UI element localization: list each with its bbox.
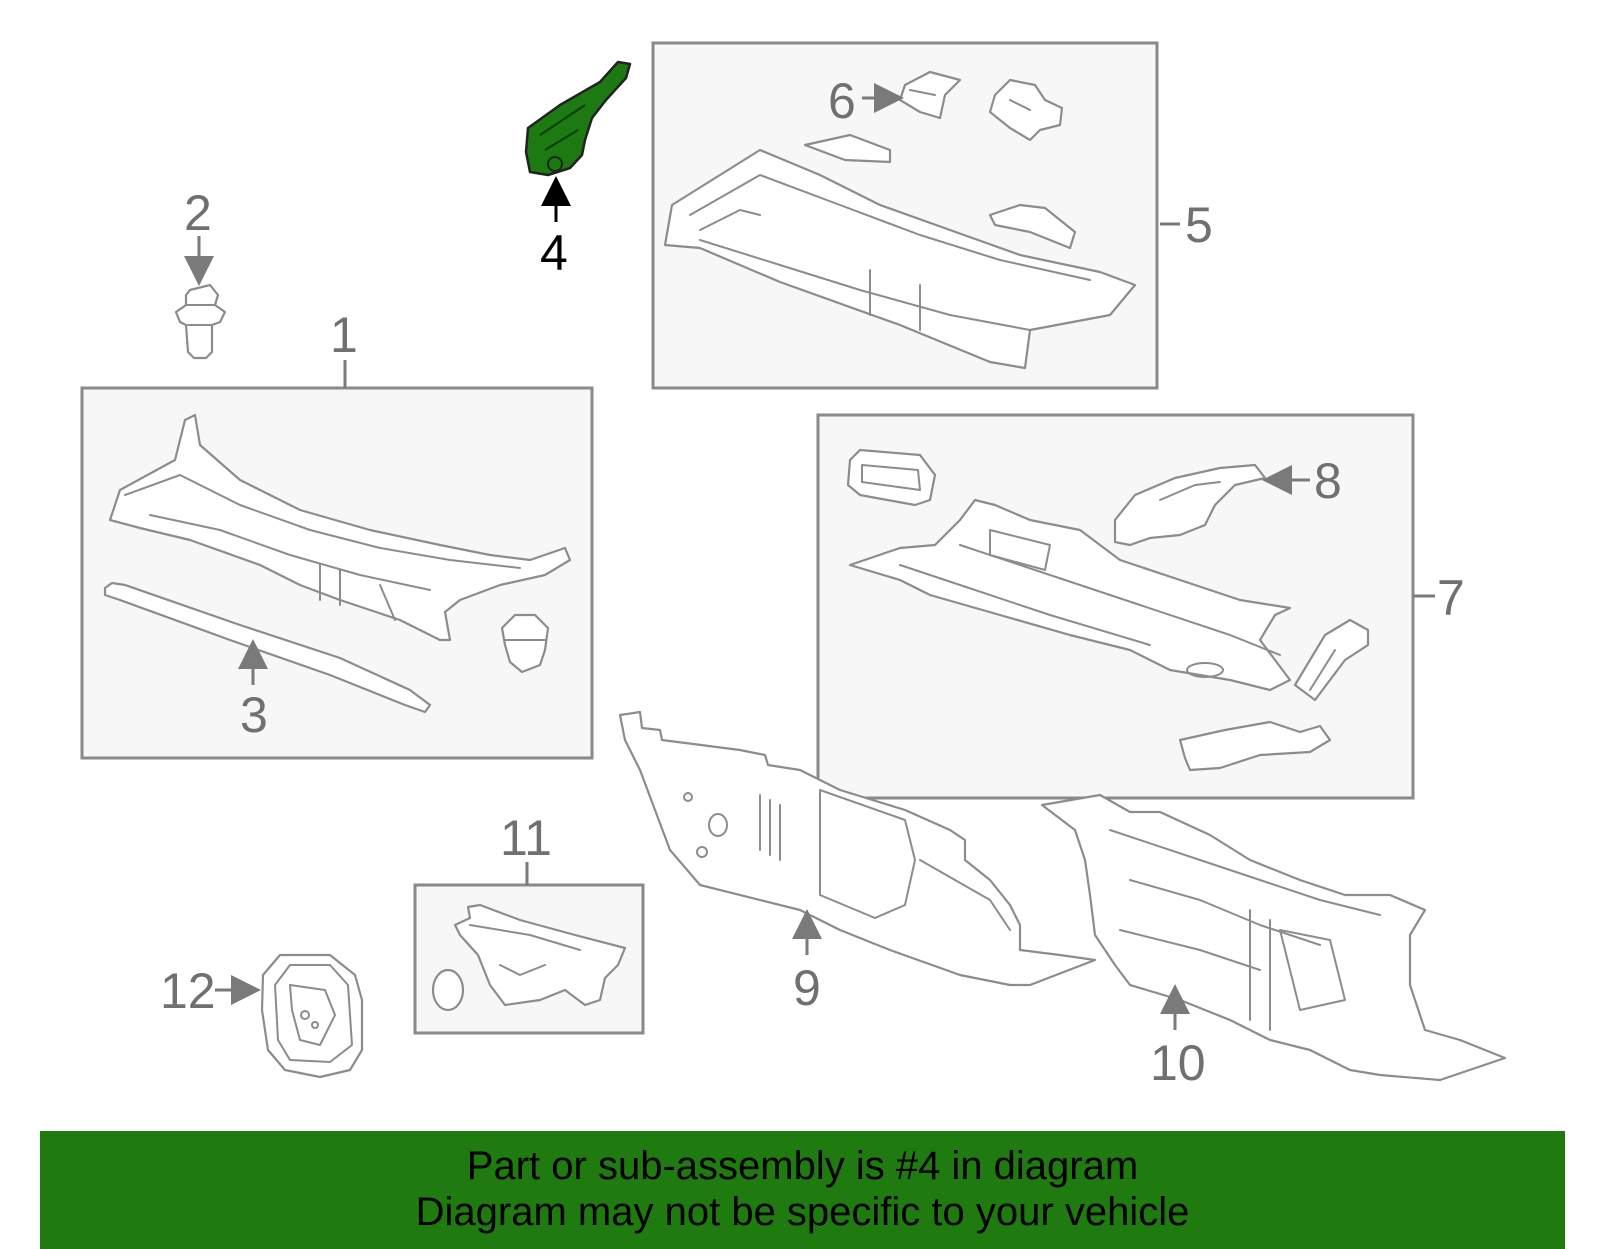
cowl-end-bracket[interactable]	[988, 203, 1077, 250]
callout-7: 7	[1437, 570, 1465, 626]
banner-line-2: Diagram may not be specific to your vehi…	[415, 1190, 1190, 1234]
callout-4: 4	[540, 225, 568, 281]
group-box-1	[80, 360, 594, 760]
cowl-panel-5[interactable]	[663, 148, 1137, 370]
plug-12[interactable]	[215, 953, 364, 1079]
bracket-8[interactable]	[1113, 463, 1267, 547]
dash-panel-9[interactable]	[618, 710, 1097, 987]
clip-2[interactable]	[174, 236, 227, 360]
plate-7[interactable]	[1178, 720, 1332, 772]
info-banner: Part or sub-assembly is #4 in diagram Di…	[40, 1131, 1565, 1249]
callout-6: 6	[828, 73, 856, 129]
callout-1: 1	[330, 307, 358, 363]
callout-8: 8	[1314, 453, 1342, 509]
grommet-11[interactable]	[431, 968, 465, 1012]
callout-5: 5	[1185, 197, 1213, 253]
callout-10: 10	[1150, 1035, 1206, 1091]
rail-7[interactable]	[1293, 618, 1370, 702]
callout-2: 2	[184, 185, 212, 241]
cowl-strip[interactable]	[803, 133, 892, 164]
group-box-11	[413, 862, 645, 1035]
group-box-7	[816, 413, 1435, 800]
callout-3: 3	[240, 687, 268, 743]
cowl-panel-7[interactable]	[848, 498, 1292, 692]
callout-9: 9	[793, 960, 821, 1016]
grommet-7[interactable]	[846, 448, 937, 507]
cowl-bracket-small[interactable]	[988, 78, 1064, 142]
callout-12: 12	[160, 963, 216, 1019]
cowl-panel-1[interactable]	[108, 413, 572, 642]
callout-11: 11	[500, 810, 552, 866]
part-4-highlighted[interactable]	[524, 60, 632, 222]
bracket-11[interactable]	[453, 903, 627, 1007]
banner-line-1: Part or sub-assembly is #4 in diagram	[466, 1144, 1139, 1188]
dash-panel-10[interactable]	[1040, 793, 1507, 1082]
cap-1[interactable]	[500, 613, 550, 674]
group-box-5	[651, 41, 1180, 390]
